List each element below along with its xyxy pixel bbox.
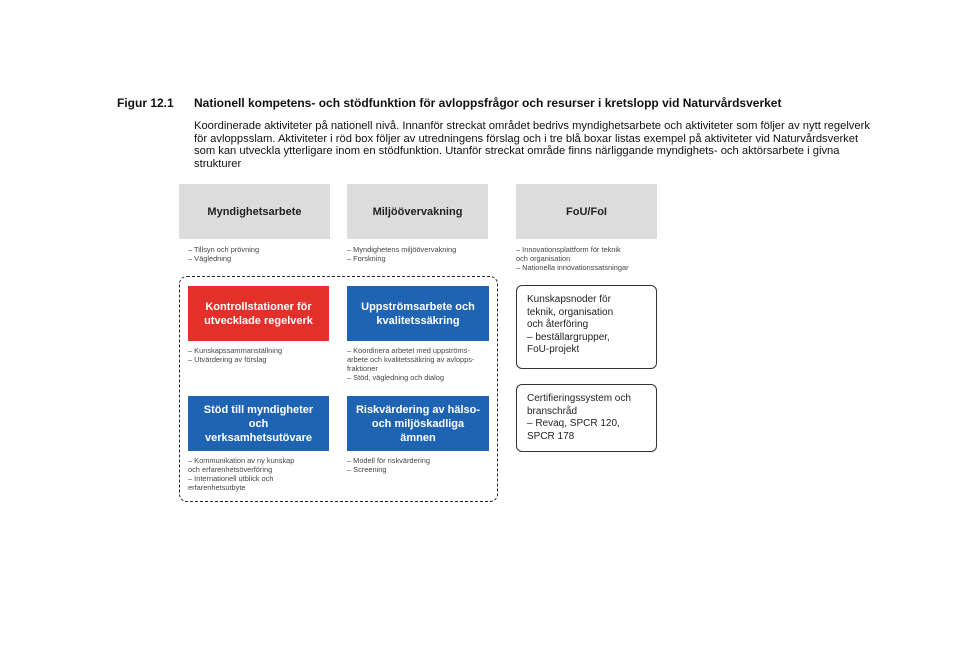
note-line: och organisation	[516, 254, 571, 263]
notes-riskvardering: – Modell för riskvärdering – Screening	[347, 456, 430, 474]
note-line: – Forskning	[347, 254, 386, 263]
note-line: – Utvärdering av förslag	[188, 355, 267, 364]
note-line: – Vägledning	[188, 254, 232, 263]
box-certifieringssystem: Certifieringssystem och branschråd – Rev…	[516, 384, 657, 452]
note-line: – Kommunikation av ny kunskap	[188, 456, 295, 465]
note-line: – Koordinera arbetet med uppströms-	[347, 346, 470, 355]
box-line: Kunskapsnoder för	[527, 294, 611, 305]
note-line: – Internationell utblick och	[188, 474, 274, 483]
box-line: branschråd	[527, 405, 578, 417]
box-line: Certifieringssystem och	[527, 393, 631, 404]
note-line: – Stöd, vägledning och dialog	[347, 373, 444, 382]
box-line: och återföring	[527, 319, 589, 330]
figure-title: Nationell kompetens- och stödfunktion fö…	[194, 96, 782, 110]
note-line: – Screening	[347, 465, 387, 474]
note-line: – Tillsyn och prövning	[188, 245, 260, 254]
notes-miljoovervakning: – Myndighetens miljöövervakning – Forskn…	[347, 245, 456, 263]
header-myndighetsarbete: Myndighetsarbete	[179, 184, 330, 239]
notes-kontrollstationer: – Kunskapssammanställning – Utvärdering …	[188, 346, 282, 364]
notes-myndighetsarbete: – Tillsyn och prövning – Vägledning	[188, 245, 259, 263]
box-line: SPCR 178	[527, 430, 575, 442]
figure-caption: Koordinerade aktiviteter på nationell ni…	[194, 120, 870, 170]
header-fou-foi: FoU/FoI	[516, 184, 657, 239]
header-miljoovervakning: Miljöövervakning	[347, 184, 488, 239]
box-line: – beställargrupper,	[527, 331, 610, 343]
note-line: – Nationella innovationssatsningar	[516, 263, 629, 272]
figure-label: Figur 12.1	[117, 96, 174, 110]
box-kunskapsnoder: Kunskapsnoder för teknik, organisation o…	[516, 285, 657, 369]
note-line: – Kunskapssammanställning	[188, 346, 283, 355]
notes-uppstromsarbete: – Koordinera arbetet med uppströms- arbe…	[347, 346, 474, 382]
box-line: teknik, organisation	[527, 306, 614, 318]
box-line: – Revaq, SPCR 120,	[527, 418, 620, 429]
note-line: – Innovationsplattform för teknik	[516, 245, 621, 254]
dashed-boundary	[179, 276, 498, 502]
note-line: – Myndighetens miljöövervakning	[347, 245, 457, 254]
notes-stod-myndigheter: – Kommunikation av ny kunskap och erfare…	[188, 456, 294, 492]
note-line: och erfarenhetsöverföring	[188, 465, 273, 474]
box-riskvardering: Riskvärdering av hälso- och miljöskadlig…	[347, 396, 489, 451]
note-line: fraktioner	[347, 364, 378, 373]
notes-fou-foi: – Innovationsplattform för teknik och or…	[516, 245, 629, 272]
note-line: arbete och kvalitetssäkring av avlopps-	[347, 355, 475, 364]
box-stod-myndigheter: Stöd till myndigheter och verksamhetsutö…	[188, 396, 329, 451]
note-line: – Modell för riskvärdering	[347, 456, 430, 465]
box-uppstromsarbete: Uppströmsarbete och kvalitetssäkring	[347, 286, 489, 341]
note-line: erfarenhetsutbyte	[188, 483, 246, 492]
box-line: FoU-projekt	[527, 344, 580, 355]
box-kontrollstationer: Kontrollstationer för utvecklade regelve…	[188, 286, 329, 341]
